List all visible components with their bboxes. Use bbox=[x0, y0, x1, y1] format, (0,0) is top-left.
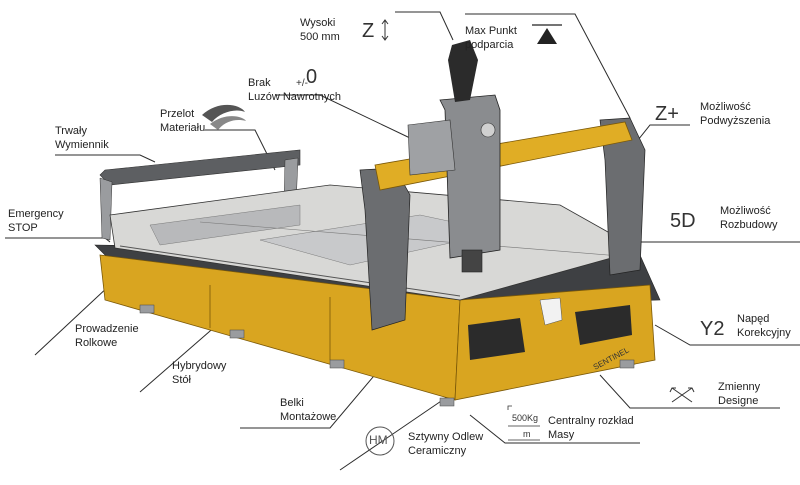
table-label-1: Hybrydowy bbox=[172, 360, 227, 372]
mass-weight-icon bbox=[507, 405, 540, 441]
casting-label-1: Sztywny Odlew bbox=[408, 431, 484, 443]
front-vent-right bbox=[575, 305, 632, 345]
height-label-1: Wysoki bbox=[300, 17, 336, 29]
leader-drive bbox=[654, 324, 800, 346]
leader-rollers bbox=[34, 284, 111, 356]
leader-height bbox=[395, 11, 454, 41]
material-label-2: Materiału bbox=[160, 122, 206, 134]
exchanger-label-2: Wymiennik bbox=[55, 139, 109, 151]
gantry-leg-right bbox=[599, 117, 646, 276]
backlash-prefix: +/- bbox=[296, 78, 308, 89]
z-arrow-icon bbox=[381, 19, 389, 41]
front-vent-left bbox=[468, 318, 525, 360]
emergency-label-1: Emergency bbox=[8, 208, 64, 220]
beams-label-2: Montażowe bbox=[280, 411, 337, 423]
max-point-label-2: podparcia bbox=[465, 39, 514, 51]
exchanger-leg-left bbox=[99, 177, 113, 241]
backlash-label-2: Luzów Nawrotnych bbox=[248, 91, 341, 103]
expansion-label-2: Rozbudowy bbox=[720, 219, 778, 231]
mass-label-2: Masy bbox=[548, 429, 575, 441]
raise-symbol: Z+ bbox=[655, 103, 679, 125]
casting-label-2: Ceramiczny bbox=[408, 445, 467, 457]
height-symbol: Z bbox=[362, 20, 375, 42]
rollers-label-1: Prowadzenie bbox=[75, 323, 139, 335]
table-label-2: Stół bbox=[172, 374, 191, 386]
exchanger-label-1: Trwały bbox=[55, 125, 87, 137]
material-label-1: Przelot bbox=[160, 108, 195, 120]
beams-label-1: Belki bbox=[280, 397, 304, 409]
mass-icon-bottom: m bbox=[523, 429, 531, 439]
leader-mass bbox=[469, 414, 640, 444]
raise-label-2: Podwyższenia bbox=[700, 115, 771, 127]
height-label-2: 500 mm bbox=[300, 31, 340, 43]
logo-plate bbox=[539, 297, 563, 326]
leader-emergency bbox=[5, 237, 111, 243]
casting-symbol: HM bbox=[369, 433, 388, 447]
raise-label-1: Możliwość bbox=[700, 101, 751, 113]
leader-max-point bbox=[465, 13, 631, 119]
support-point-icon bbox=[532, 24, 562, 44]
mass-icon-top: 500Kg bbox=[512, 413, 539, 423]
cable-chain bbox=[448, 40, 478, 102]
leader-exchanger bbox=[55, 154, 156, 163]
mass-label-1: Centralny rozkład bbox=[548, 415, 634, 427]
drive-label-2: Korekcyjny bbox=[737, 327, 791, 339]
gantry-beam bbox=[374, 121, 633, 191]
emergency-label-2: STOP bbox=[8, 222, 38, 234]
backlash-label-1: Brak bbox=[248, 77, 271, 89]
spindle bbox=[461, 249, 483, 273]
max-point-label-1: Max Punkt bbox=[465, 25, 517, 37]
expansion-label-1: Możliwość bbox=[720, 205, 771, 217]
design-label-1: Zmienny bbox=[718, 381, 761, 393]
leader-backlash bbox=[275, 94, 411, 139]
leader-casting bbox=[339, 394, 451, 471]
z-motor bbox=[407, 119, 456, 176]
rollers-label-2: Rolkowe bbox=[75, 337, 118, 349]
backlash-value: 0 bbox=[306, 66, 318, 88]
ceramic-casting-icon bbox=[365, 426, 395, 456]
design-label-2: Designe bbox=[718, 395, 759, 407]
z-carriage bbox=[439, 94, 501, 259]
drive-label-1: Napęd bbox=[737, 313, 770, 325]
drive-symbol: Y2 bbox=[700, 318, 725, 340]
bird-material-icon bbox=[202, 104, 246, 130]
expansion-symbol: 5D bbox=[670, 210, 696, 232]
design-arrows-icon bbox=[669, 387, 695, 403]
cnc-machine: SENTINEL bbox=[94, 40, 661, 407]
leader-design bbox=[599, 374, 780, 409]
